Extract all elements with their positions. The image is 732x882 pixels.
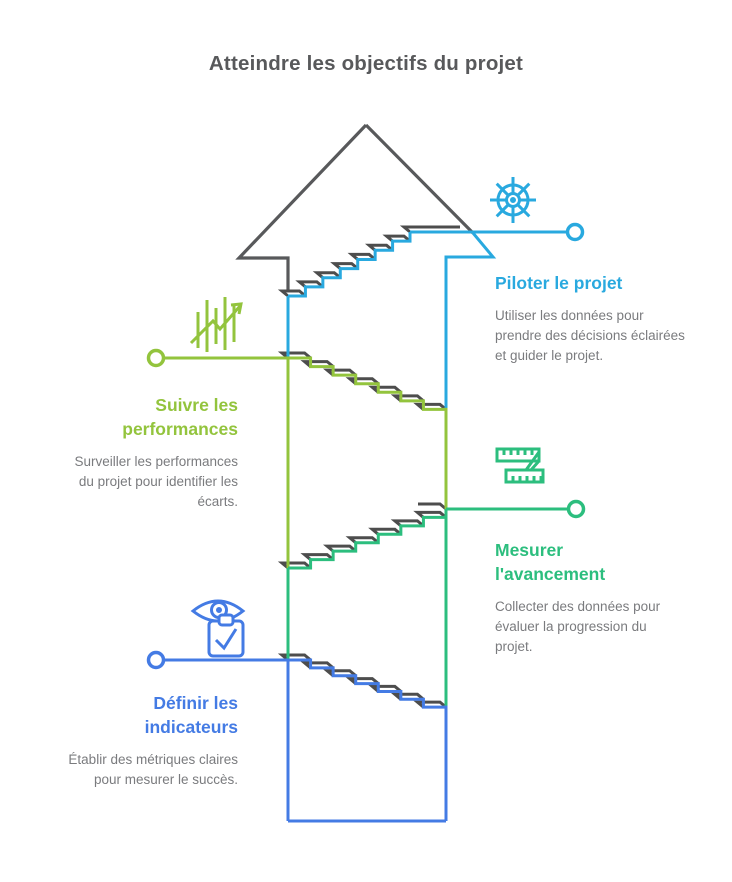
piloter-stairs-shadow bbox=[277, 225, 460, 298]
eye-clipboard-icon bbox=[190, 599, 246, 658]
item-piloter: Piloter le projet Utiliser les données p… bbox=[495, 271, 691, 365]
mesurer-stairs-shadow bbox=[277, 502, 447, 570]
item-definir: Définir les indicateurs Établir des métr… bbox=[60, 691, 238, 790]
suivre-connector-endpoint bbox=[146, 348, 166, 368]
item-mesurer-heading: Mesurer l'avancement bbox=[495, 540, 606, 585]
arrow-outline-left bbox=[235, 123, 368, 292]
definir-stairs-path bbox=[163, 658, 448, 823]
item-suivre-heading: Suivre les performances bbox=[122, 395, 238, 440]
piloter-stairs-path bbox=[286, 230, 568, 418]
performance-chart-icon bbox=[189, 297, 243, 352]
suivre-stairs-path bbox=[163, 356, 448, 568]
item-suivre: Suivre les performances Surveiller les p… bbox=[60, 393, 238, 511]
mesurer-connector-endpoint bbox=[566, 499, 586, 519]
definir-connector-endpoint bbox=[146, 650, 166, 670]
suivre-stairs-shadow bbox=[277, 351, 447, 411]
page-title: Atteindre les objectifs du projet bbox=[208, 52, 524, 75]
definir-stairs-shadow bbox=[277, 653, 447, 709]
helm-icon bbox=[490, 177, 536, 223]
item-piloter-heading: Piloter le projet bbox=[495, 273, 623, 293]
item-piloter-description: Utiliser les données pour prendre des dé… bbox=[495, 308, 685, 363]
item-suivre-description: Surveiller les performances du projet po… bbox=[74, 454, 238, 509]
mesurer-stairs-path bbox=[286, 507, 569, 715]
item-definir-description: Établir des métriques claires pour mesur… bbox=[68, 752, 238, 787]
item-mesurer-description: Collecter des données pour évaluer la pr… bbox=[495, 599, 661, 654]
item-definir-heading: Définir les indicateurs bbox=[144, 693, 238, 738]
arrow-outline-right bbox=[364, 123, 475, 235]
measuring-tape-icon bbox=[495, 447, 545, 484]
piloter-connector-endpoint bbox=[565, 222, 585, 242]
item-mesurer: Mesurer l'avancement Collecter des donné… bbox=[495, 538, 687, 656]
